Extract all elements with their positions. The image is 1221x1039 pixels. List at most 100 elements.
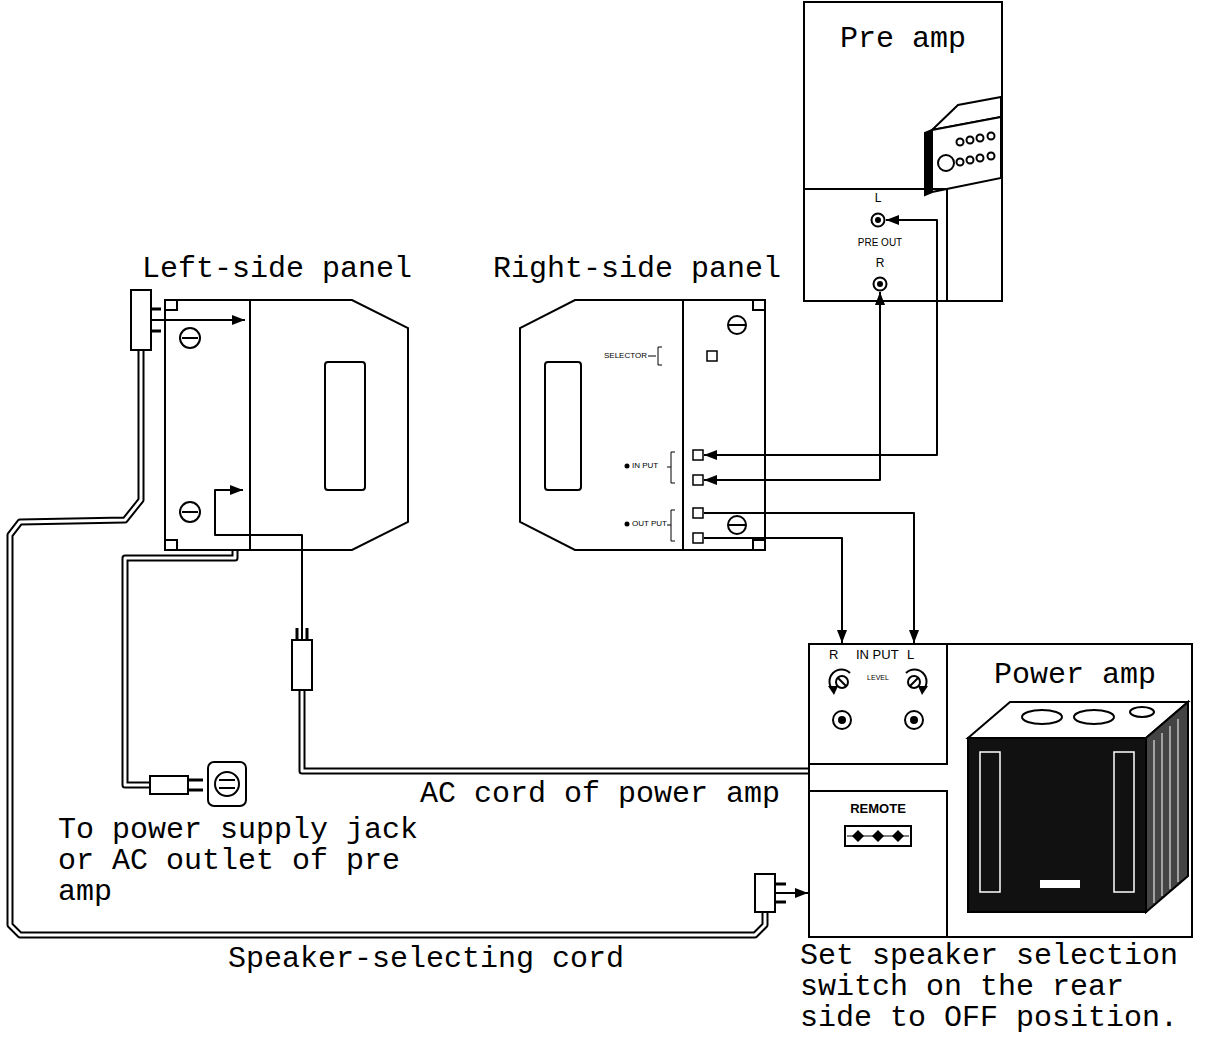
panel-title: Right-side panel [493,252,781,287]
ac-plug [292,640,312,690]
capacitor [1022,710,1062,724]
jack-label: PRE OUT [858,237,902,249]
preamp-knob [988,153,995,160]
selector-switch [707,351,717,361]
power-cord [125,550,235,785]
poweramp-handle [1114,752,1134,892]
jack-bracket [667,510,675,541]
input-jack-pin [839,717,845,723]
arrowhead [704,450,717,460]
remote-pin [852,830,904,842]
switch-label: SELECTOR [604,351,647,360]
poweramp-badge [1040,880,1080,888]
input-jack [833,711,851,729]
screw-slot [182,511,198,513]
capacitor [1074,710,1114,724]
preamp-knob [957,159,964,166]
knob-slot [838,678,846,686]
signal-cable [704,538,847,643]
illustration-part [125,97,1188,912]
connector-line [704,292,880,480]
control-label: LEVEL [867,674,889,682]
rca-jack [872,214,885,227]
power-plug [150,776,188,794]
jack-label: OUT PUT [632,519,667,528]
panel-title: Left-side panel [142,252,412,287]
rca-jack-pin [876,218,880,222]
screw-slot [729,324,745,326]
panel-outline [520,300,765,550]
panel-corner [165,300,177,550]
unit-title: Pre amp [840,22,966,57]
input-panel: RIN PUTLLEVEL [808,643,948,765]
input-jack [693,475,703,485]
plug-prong [188,780,203,790]
preamp-front [932,117,1001,192]
knob-slot [910,678,918,686]
jack-dot [625,522,630,527]
screw-slot [729,524,745,526]
input-jack-pin [911,717,917,723]
jack-label: REMOTE [850,802,906,817]
preamp-knob [938,155,954,171]
cord-core [302,640,808,771]
cord-core [10,320,765,935]
preamp-handle [925,130,932,195]
panel-frame-line [682,300,684,550]
poweramp-front [968,738,1146,912]
remote-plug [755,874,775,912]
ac-cord [215,485,808,771]
pre-out-panel: LPRE OUTR [803,188,948,302]
left-side-panel: Left-side panel [133,248,423,555]
channel-letter: L [907,648,914,663]
output-jack [693,508,703,518]
plug-prong [297,628,307,640]
left-side-panel-outline [133,248,423,555]
unit-title: Power amp [994,658,1156,693]
connector-line [704,513,914,643]
poweramp-handle [980,752,1000,892]
cord-outline [10,320,765,935]
speaker-plug [131,290,151,350]
rca-jack-pin [878,282,882,286]
power-cord [125,550,235,785]
input-jack [905,711,923,729]
input-jack [693,450,703,460]
output-jack [693,533,703,543]
panel-window [325,362,365,490]
arrowhead [837,630,847,643]
note-text: Set speaker selection switch on the rear… [800,941,1192,1034]
channel-letter: R [876,257,885,271]
switch-bracket [648,347,662,365]
jack-dot [625,464,630,469]
remote-socket [845,826,911,846]
note-text: To power supply jack or AC outlet of pre… [58,815,453,908]
screw [728,516,746,534]
preamp-knob [957,139,964,146]
panel-window [545,362,581,490]
panel-frame-line [249,300,251,550]
cord-label: AC cord of power amp [420,777,780,812]
ac-outlet [208,762,246,806]
arrowhead [875,292,885,305]
right-side-panel-outline [478,248,793,555]
rca-jack [874,278,887,291]
connector-line [215,490,808,771]
plug-prong [775,884,786,902]
preamp-knob [977,155,984,162]
right-side-panel: Right-side panelSELECTORIN PUTOUT PUT [478,248,793,555]
ac-outlet-face [215,772,239,796]
plug-prong [151,309,161,331]
preamp-knob [988,133,995,140]
remote-panel: REMOTE [808,790,948,938]
screw-slot [182,337,198,339]
ac-outlet-slot [219,780,235,788]
power-amp-box: Power ampRIN PUTLLEVELREMOTE [808,643,1193,938]
cord-outline [302,640,808,771]
arrowhead [886,215,899,225]
capacitor [1130,707,1154,717]
turn-arrow-head [918,686,928,695]
signal-cable [704,292,885,485]
screw [728,316,746,334]
